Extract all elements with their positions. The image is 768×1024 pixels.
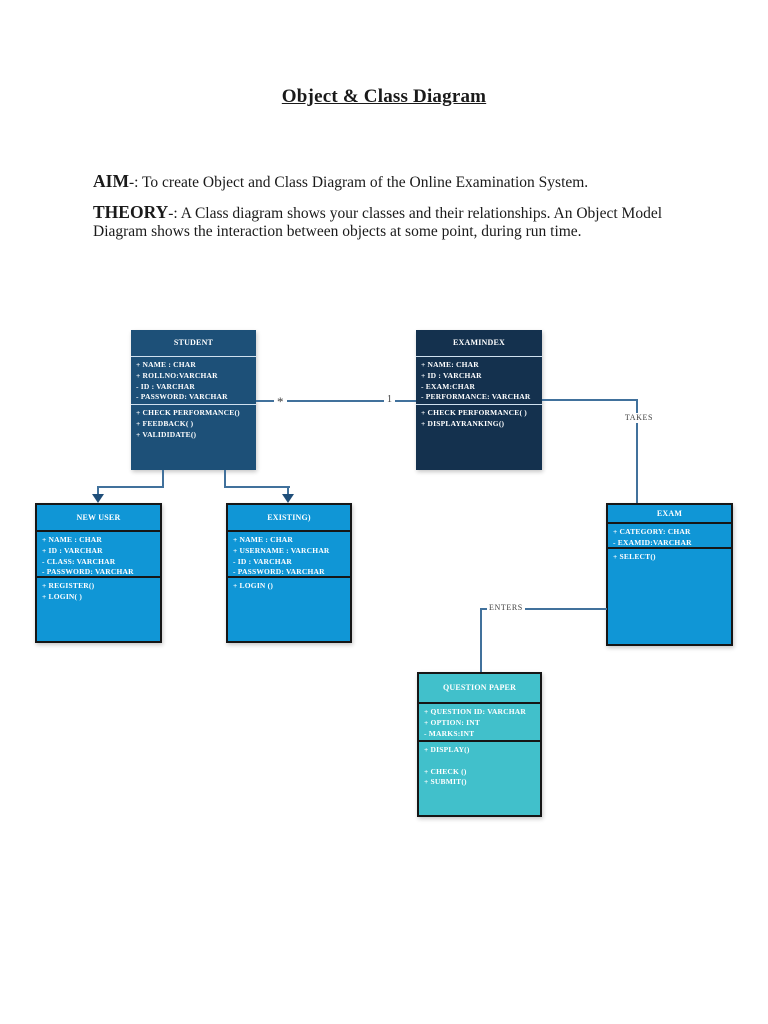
class-header-question-paper: QUESTION PAPER	[442, 683, 517, 692]
method: + VALIDIDATE()	[136, 429, 197, 439]
method: + FEEDBACK( )	[136, 418, 194, 428]
method: + REGISTER()	[42, 581, 95, 590]
class-methods-student: + CHECK PERFORMANCE() + FEEDBACK( ) + VA…	[131, 404, 256, 470]
theory-paragraph: THEORY-: A Class diagram shows your clas…	[93, 202, 678, 242]
method: + SUBMIT()	[424, 777, 467, 787]
takes-connector-horizontal	[542, 399, 638, 401]
class-header-examindex: EXAMINDEX	[452, 338, 506, 347]
attribute: + USERNAME : VARCHAR	[233, 545, 330, 555]
aim-separator: -:	[128, 173, 139, 191]
class-box-student: STUDENT + NAME : CHAR + ROLLNO:VARCHAR -…	[131, 330, 256, 470]
arrow-down-icon-new-user	[92, 494, 104, 503]
method: + LOGIN( )	[42, 591, 83, 601]
class-box-new-user: NEW USER + NAME : CHAR + ID : VARCHAR - …	[35, 503, 162, 643]
attribute: + NAME : CHAR	[136, 360, 196, 369]
takes-connector-vertical	[636, 399, 638, 503]
attribute: - ID : VARCHAR	[136, 381, 195, 391]
theory-label: THEORY	[93, 201, 169, 222]
attribute: + QUESTION ID: VARCHAR	[424, 707, 526, 716]
class-methods-examindex: + CHECK PERFORMANCE( ) + DISPLAYRANKING(…	[416, 404, 542, 470]
attribute: + ID : VARCHAR	[421, 370, 482, 380]
class-header-exam: EXAM	[656, 509, 683, 518]
generalization-line-student-stem-right	[224, 470, 226, 487]
aim-text: To create Object and Class Diagram of th…	[142, 173, 589, 191]
association-line-student-examindex	[256, 400, 416, 402]
attribute: + NAME : CHAR	[42, 535, 102, 544]
takes-label: TAKES	[615, 413, 663, 423]
method: + CHECK ()	[424, 766, 467, 776]
method: + CHECK PERFORMANCE( )	[421, 408, 527, 417]
class-attributes-existing: + NAME : CHAR + USERNAME : VARCHAR - ID …	[228, 530, 350, 576]
class-header-new-user: NEW USER	[76, 513, 121, 522]
theory-text: A Class diagram shows your classes and t…	[93, 204, 663, 240]
multiplicity-many-label: *	[274, 395, 287, 408]
generalization-line-new-user-horizontal	[97, 486, 164, 488]
generalization-line-new-user-vertical	[97, 486, 99, 495]
class-attributes-examindex: + NAME: CHAR + ID : VARCHAR - EXAM:CHAR …	[416, 356, 542, 404]
class-methods-question-paper: + DISPLAY() + CHECK () + SUBMIT()	[419, 740, 540, 815]
attribute: - PASSWORD: VARCHAR	[233, 567, 325, 577]
attribute: - PASSWORD: VARCHAR	[42, 567, 134, 577]
class-attributes-student: + NAME : CHAR + ROLLNO:VARCHAR - ID : VA…	[131, 356, 256, 404]
page-title: Object & Class Diagram	[281, 86, 487, 107]
method: + SELECT()	[613, 552, 656, 561]
attribute: - MARKS:INT	[424, 728, 475, 738]
method	[424, 756, 537, 767]
attribute: - ID : VARCHAR	[233, 556, 292, 566]
generalization-line-existing-horizontal	[224, 486, 290, 488]
aim-paragraph: AIM-: To create Object and Class Diagram…	[93, 171, 678, 192]
generalization-line-existing-vertical	[287, 486, 289, 495]
class-box-question-paper: QUESTION PAPER + QUESTION ID: VARCHAR + …	[417, 672, 542, 817]
class-header-existing: EXISTING)	[267, 513, 311, 522]
class-attributes-exam: + CATEGORY: CHAR - EXAMID:VARCHAR	[608, 522, 731, 547]
class-methods-new-user: + REGISTER() + LOGIN( )	[37, 576, 160, 641]
method: + DISPLAYRANKING()	[421, 418, 505, 428]
enters-connector-horizontal	[480, 608, 607, 610]
aim-label: AIM	[93, 170, 129, 191]
attribute: + NAME : CHAR	[233, 535, 293, 544]
class-attributes-new-user: + NAME : CHAR + ID : VARCHAR - CLASS: VA…	[37, 530, 160, 576]
class-box-existing: EXISTING) + NAME : CHAR + USERNAME : VAR…	[226, 503, 352, 643]
class-box-examindex: EXAMINDEX + NAME: CHAR + ID : VARCHAR - …	[416, 330, 542, 470]
attribute: - CLASS: VARCHAR	[42, 556, 116, 566]
theory-separator: -:	[168, 204, 178, 222]
attribute: - EXAMID:VARCHAR	[613, 537, 692, 547]
multiplicity-one-label: 1	[384, 395, 395, 405]
class-attributes-question-paper: + QUESTION ID: VARCHAR + OPTION: INT - M…	[419, 702, 540, 740]
arrow-down-icon-existing	[282, 494, 294, 503]
attribute: + CATEGORY: CHAR	[613, 527, 691, 536]
attribute: + ID : VARCHAR	[42, 545, 103, 555]
class-methods-exam: + SELECT()	[608, 547, 731, 644]
generalization-line-student-stem-left	[162, 470, 164, 487]
method: + LOGIN ()	[233, 581, 274, 590]
attribute: - PASSWORD: VARCHAR	[136, 392, 228, 402]
attribute: - EXAM:CHAR	[421, 381, 476, 391]
attribute: - PERFORMANCE: VARCHAR	[421, 392, 531, 402]
attribute: + ROLLNO:VARCHAR	[136, 370, 218, 380]
enters-label: ENTERS	[487, 603, 525, 613]
enters-connector-vertical	[480, 608, 482, 672]
method: + CHECK PERFORMANCE()	[136, 408, 240, 417]
attribute: + NAME: CHAR	[421, 360, 479, 369]
class-header-student: STUDENT	[173, 338, 214, 347]
attribute: + OPTION: INT	[424, 717, 481, 727]
class-methods-existing: + LOGIN ()	[228, 576, 350, 641]
method: + DISPLAY()	[424, 745, 470, 754]
class-box-exam: EXAM + CATEGORY: CHAR - EXAMID:VARCHAR +…	[606, 503, 733, 646]
